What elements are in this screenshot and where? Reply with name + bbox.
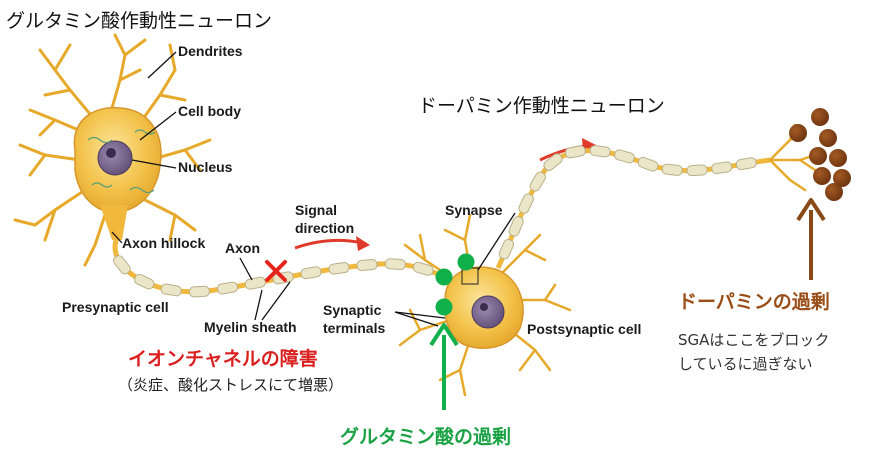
signal-direction-arrow	[294, 238, 363, 250]
myelin-segment	[661, 163, 683, 176]
brown-dot-icon	[833, 169, 851, 187]
ion-channel-disorder-title: イオンチャネルの障害	[128, 348, 318, 370]
label-myelin-sheath: Myelin sheath	[204, 319, 297, 335]
myelin-segment	[529, 171, 546, 192]
green-dot-icon	[435, 268, 453, 286]
green-dot-icon	[435, 298, 453, 316]
postsynaptic-nucleolus	[480, 303, 488, 311]
dopamine-myelin-segments	[498, 145, 757, 260]
label-nucleus: Nucleus	[178, 159, 233, 175]
myelin-segment	[134, 273, 155, 290]
myelin-segment	[543, 153, 563, 171]
myelin-segment	[589, 145, 611, 158]
myelin-segment	[613, 149, 635, 164]
green-dot-icon	[457, 253, 475, 271]
brown-dot-icon	[811, 108, 829, 126]
dopamine-neuron-title: ドーパミン作動性ニューロン	[418, 95, 665, 117]
glutamate-arrowhead	[429, 323, 459, 347]
presynaptic-nucleus	[97, 140, 133, 176]
myelin-segment	[216, 281, 238, 295]
brown-dot-icon	[829, 149, 847, 167]
myelin-segment	[328, 262, 350, 275]
myelin-segment	[244, 276, 266, 290]
glutamate-excess-label: グルタミン酸の過剰	[340, 426, 512, 448]
myelin-segment	[160, 283, 182, 297]
glutamate-neuron-title: グルタミン酸作動性ニューロン	[6, 10, 273, 32]
label-synaptic: Synaptic	[323, 302, 382, 318]
label-terminals: terminals	[323, 320, 386, 336]
brown-dot-icon	[825, 183, 843, 201]
label-leader-lines	[111, 51, 516, 327]
label-presynaptic-cell: Presynaptic cell	[62, 299, 169, 315]
label-axon-hillock: Axon hillock	[122, 235, 206, 251]
brown-dot-icon	[819, 129, 837, 147]
myelin-segment	[300, 266, 322, 280]
myelin-segment	[735, 157, 757, 171]
myelin-sheath-segments	[113, 255, 434, 298]
postsynaptic-nucleus	[471, 295, 505, 329]
label-synapse: Synapse	[445, 202, 503, 218]
red-x-icon	[265, 260, 287, 282]
signal-arrowhead	[356, 236, 370, 251]
label-cell-body: Cell body	[178, 103, 242, 119]
label-dendrites: Dendrites	[178, 43, 243, 59]
brown-dot-icon	[813, 167, 831, 185]
myelin-segment	[637, 156, 659, 172]
myelin-segment	[188, 285, 210, 298]
myelin-segment	[518, 193, 534, 214]
myelin-segment	[384, 258, 406, 270]
dopamine-excess-label: ドーパミンの過剰	[678, 291, 830, 313]
ion-channel-disorder-note: （炎症、酸化ストレスにて増悪）	[118, 376, 344, 394]
myelin-segment	[686, 164, 708, 177]
myelin-segment	[412, 261, 434, 276]
organelles	[87, 129, 156, 194]
sga-note-line-2: しているに過ぎない	[678, 355, 813, 373]
myelin-segment	[508, 216, 524, 237]
brown-dot-icon	[789, 124, 807, 142]
myelin-segment	[498, 238, 515, 260]
brown-dot-icon	[809, 147, 827, 165]
label-axon: Axon	[225, 240, 260, 256]
label-direction: direction	[295, 220, 355, 236]
green-dot-icon-cluster	[435, 253, 475, 316]
brown-dot-icon-cluster	[789, 108, 851, 201]
dopamine-arrowhead	[796, 198, 826, 222]
nucleolus	[106, 148, 116, 158]
myelin-segment	[564, 145, 586, 159]
sga-note-line-1: SGAはここをブロック	[678, 331, 830, 349]
axon-hillock-shape	[100, 205, 128, 240]
label-signal: Signal	[295, 202, 338, 218]
label-postsynaptic-cell: Postsynaptic cell	[527, 321, 642, 337]
myelin-segment	[113, 255, 131, 275]
myelin-segment	[356, 259, 378, 272]
postsynaptic-dendrites	[398, 213, 572, 397]
myelin-segment	[711, 161, 733, 175]
